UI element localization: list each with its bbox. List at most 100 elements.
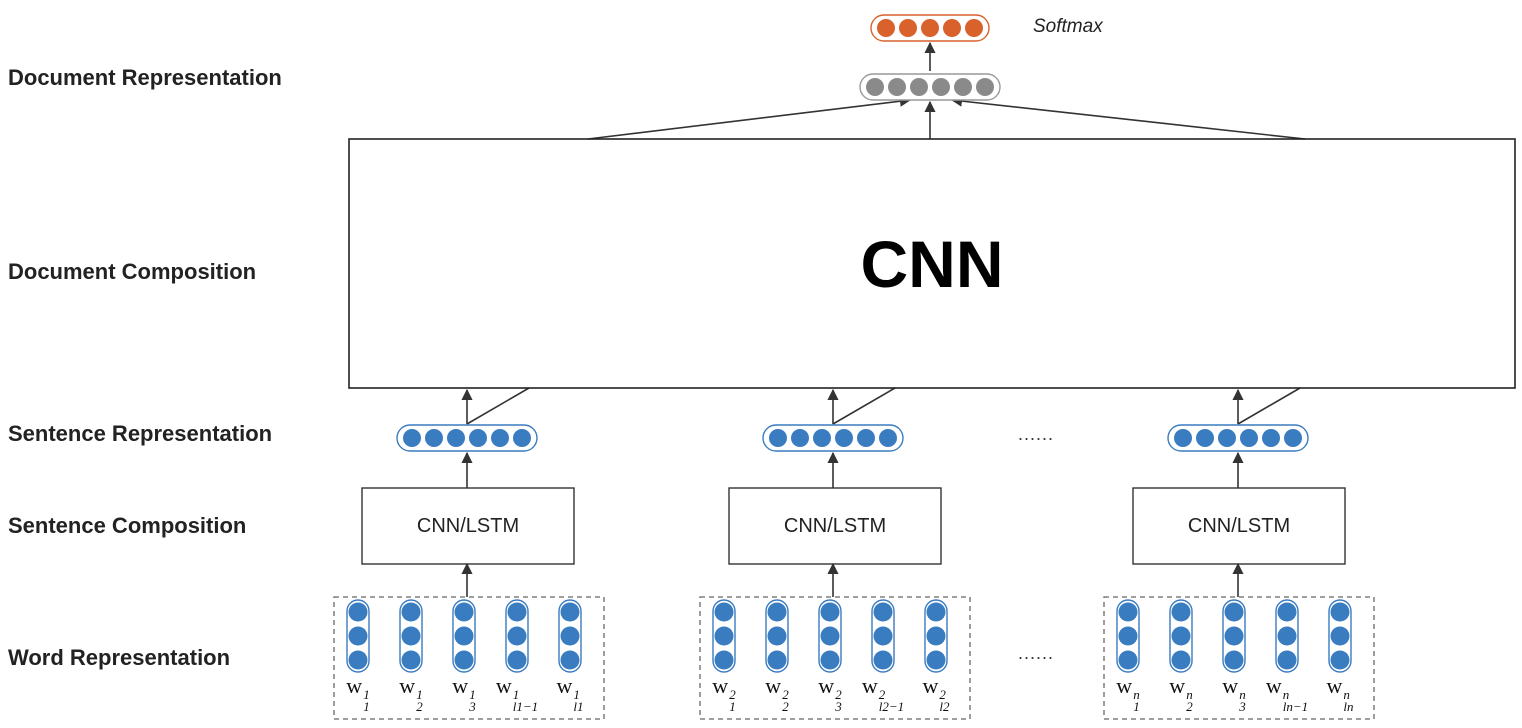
word-label-sub: 1 [363, 699, 370, 714]
word-label-sub: 3 [835, 699, 842, 714]
word-label-base: w [346, 673, 363, 698]
word-group-box-1 [333, 596, 605, 720]
word-label-sub: l1−1 [512, 699, 539, 714]
sentence-vector-2-node-6 [879, 429, 897, 447]
word-label-sup: 2 [782, 687, 789, 702]
module-boxes [333, 138, 1516, 720]
softmax-vector-node-5 [965, 19, 983, 37]
word-vector-2-5-node-3 [926, 650, 946, 670]
word-label-base: w [861, 673, 878, 698]
word-vector-1-4-node-1 [507, 602, 527, 622]
sentence-model-label-1: CNN/LSTM [416, 514, 520, 537]
word-label-base: w [712, 673, 729, 698]
label-document-composition: Document Composition [8, 259, 257, 284]
diag-sentence-to-cnn-n [1237, 387, 1301, 425]
word-label-base: w [922, 673, 939, 698]
connector-lines [461, 41, 1306, 597]
word-vector-n-4-node-2 [1277, 626, 1297, 646]
diag-sentence-to-cnn-2 [832, 387, 896, 425]
label-document-representation: Document Representation [8, 65, 282, 90]
word-label-sub: 3 [1239, 699, 1246, 714]
word-vector-2-1-node-1 [714, 602, 734, 622]
word-vector-n-5-node-1 [1330, 602, 1350, 622]
word-label-base: w [818, 673, 835, 698]
word-vector-2-1-node-2 [714, 626, 734, 646]
word-label-sub: l2−1 [878, 699, 905, 714]
sentence-vector-1-node-4 [469, 429, 487, 447]
word-vector-1-3-node-3 [454, 650, 474, 670]
word-label-base: w [765, 673, 782, 698]
word-vector-n-2-node-1 [1171, 602, 1191, 622]
word-vector-1-3-node-1 [454, 602, 474, 622]
sentence-vector-2-node-1 [769, 429, 787, 447]
word-label-sup: 2 [939, 687, 946, 702]
word-vector-n-5-node-2 [1330, 626, 1350, 646]
word-vector-2-3-node-2 [820, 626, 840, 646]
sentence-vector-n-node-2 [1196, 429, 1214, 447]
document-vector-node-1 [866, 78, 884, 96]
word-label-base: w [1326, 673, 1343, 698]
word-vector-2-5-node-2 [926, 626, 946, 646]
word-label-base: w [452, 673, 469, 698]
word-vector-n-5-node-3 [1330, 650, 1350, 670]
word-ellipsis: ...... [1018, 643, 1055, 663]
sentence-vector-n-node-1 [1174, 429, 1192, 447]
sentence-vector-n-node-4 [1240, 429, 1258, 447]
line-cnn-right-to-doc [950, 95, 1306, 140]
word-label-sub: 2 [416, 699, 423, 714]
sentence-vector-2-node-3 [813, 429, 831, 447]
word-label-sup: n [1133, 687, 1140, 702]
word-vector-n-3-node-2 [1224, 626, 1244, 646]
node-vectors [346, 14, 1352, 673]
word-label-sub: l2 [939, 699, 950, 714]
sentence-ellipsis: ...... [1018, 424, 1055, 444]
word-vector-n-2-node-2 [1171, 626, 1191, 646]
word-label-sup: n [1282, 687, 1290, 702]
softmax-vector-node-1 [877, 19, 895, 37]
word-label-sup: n [1186, 687, 1193, 702]
word-vector-1-2-node-2 [401, 626, 421, 646]
word-vector-2-5-node-1 [926, 602, 946, 622]
diag-sentence-to-cnn-1 [466, 387, 530, 425]
document-vector-node-6 [976, 78, 994, 96]
word-label-sup: n [1239, 687, 1246, 702]
document-vector-node-2 [888, 78, 906, 96]
word-vector-n-1-node-1 [1118, 602, 1138, 622]
softmax-vector-node-4 [943, 19, 961, 37]
document-vector-node-3 [910, 78, 928, 96]
word-label-base: w [1222, 673, 1239, 698]
word-vector-2-2-node-1 [767, 602, 787, 622]
word-vector-1-4-node-2 [507, 626, 527, 646]
word-vector-n-3-node-1 [1224, 602, 1244, 622]
word-vector-1-5-node-2 [560, 626, 580, 646]
word-label-sub: l1 [573, 699, 584, 714]
sentence-vector-1-node-5 [491, 429, 509, 447]
word-label-sub: 3 [469, 699, 476, 714]
document-cnn-box [348, 138, 1516, 389]
word-vector-n-1-node-3 [1118, 650, 1138, 670]
word-vector-2-1-node-3 [714, 650, 734, 670]
word-label-sub: 2 [782, 699, 789, 714]
word-group-box-2 [699, 596, 971, 720]
word-label-sub: 2 [1186, 699, 1193, 714]
sentence-model-label-n: CNN/LSTM [1187, 514, 1291, 537]
label-sentence-representation: Sentence Representation [8, 421, 273, 446]
sentence-model-box-1 [361, 487, 575, 565]
